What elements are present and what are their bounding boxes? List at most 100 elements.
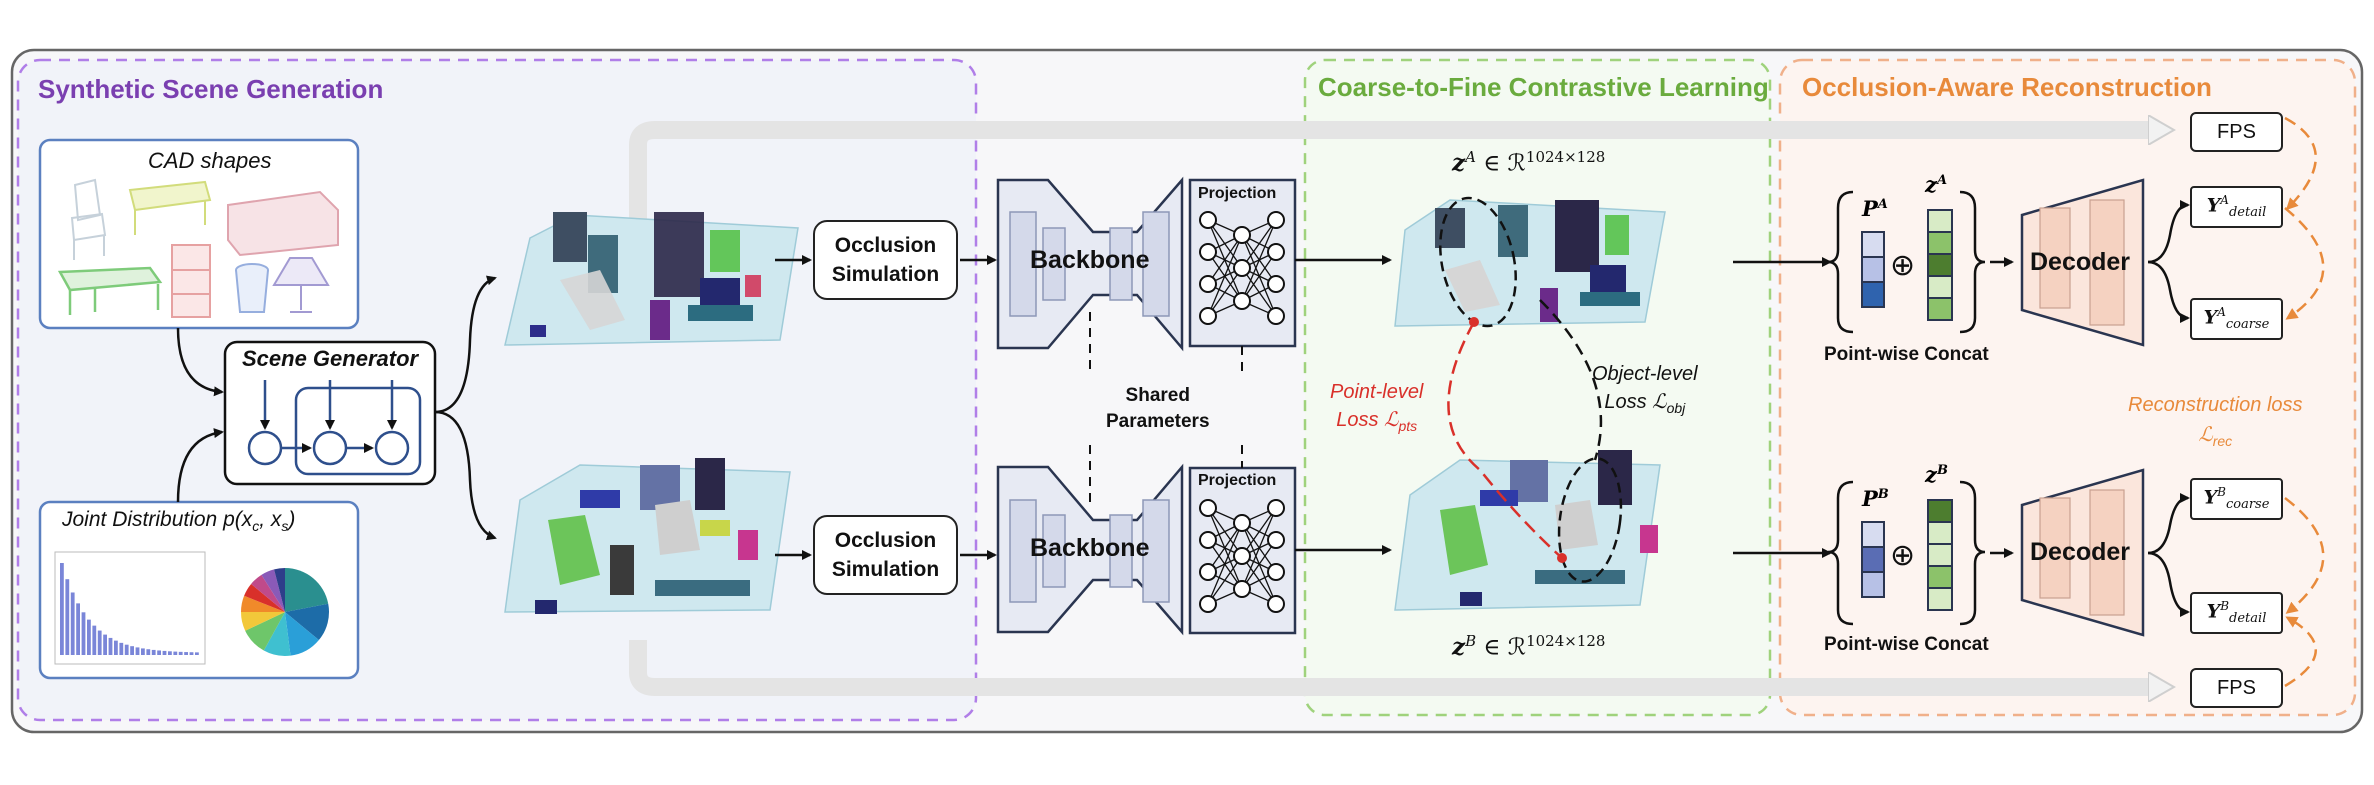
mlp-node bbox=[1199, 531, 1217, 549]
zA-symbol: z bbox=[1452, 149, 1466, 177]
histogram-bar bbox=[92, 625, 97, 655]
mlp-edge bbox=[1207, 234, 1243, 285]
mlp-node bbox=[1199, 275, 1217, 293]
zB-symbol: z bbox=[1452, 633, 1466, 661]
mlp-edge bbox=[1207, 522, 1243, 605]
zA-in: ∈ ℛ bbox=[1475, 150, 1526, 177]
PB-sup: B bbox=[1877, 487, 1889, 502]
zA-sup: A bbox=[1465, 148, 1476, 166]
loss-arrow-coarse-to-detail-bottom bbox=[2284, 497, 2325, 614]
y-coarse-A-sub: coarse bbox=[2225, 317, 2270, 333]
mlp-node bbox=[1233, 514, 1251, 532]
y-coarse-B-symbol: Y bbox=[2203, 486, 2218, 509]
generator-to-scene-bottom-arrow bbox=[434, 410, 497, 541]
mlp-node bbox=[1199, 211, 1217, 229]
object-level-loss-arc bbox=[1539, 299, 1603, 461]
pie-thumbnail bbox=[241, 568, 330, 656]
histogram-bar bbox=[124, 644, 129, 655]
vector-zA-label: zA bbox=[1925, 172, 1947, 197]
histogram-bar bbox=[114, 640, 118, 655]
y-coarse-B-sup: B bbox=[2217, 485, 2226, 500]
embedding-zB-label: zB ∈ ℛ1024×128 bbox=[1452, 632, 1605, 661]
pie-slice bbox=[261, 569, 285, 612]
cad-lamp-shape bbox=[272, 257, 330, 313]
object-level-loss-label: Object-level Loss ℒobj bbox=[1592, 360, 1698, 422]
y-detail-A-symbol: Y bbox=[2206, 194, 2221, 217]
object-ellipse-top bbox=[1439, 196, 1517, 328]
oplus-bottom: ⊕ bbox=[1890, 539, 1916, 572]
object-level-line2: Loss ℒ bbox=[1604, 391, 1667, 413]
concat-top-group bbox=[1827, 190, 1986, 334]
zB-vec-sup: B bbox=[1936, 463, 1948, 478]
mlp-edge bbox=[1241, 219, 1277, 269]
mlp-edge bbox=[1207, 555, 1243, 605]
mlp-node bbox=[1267, 531, 1285, 549]
mlp-edge bbox=[1207, 267, 1243, 317]
mlp-edge bbox=[1241, 507, 1277, 557]
occlusion-bottom-line1: Occlusion bbox=[834, 529, 937, 552]
mlp-edge bbox=[1241, 507, 1277, 590]
histogram-thumbnail bbox=[54, 551, 206, 665]
joint-sub-c: c bbox=[252, 518, 260, 535]
zB-vec-symbol: z bbox=[1925, 462, 1937, 487]
fps-pipe-bottom bbox=[629, 640, 2150, 687]
backbone-bottom-label: Backbone bbox=[1030, 534, 1150, 562]
backbone-top-shape bbox=[996, 176, 1184, 352]
vector-zA bbox=[1927, 209, 1953, 321]
rec-loss-symbol: ℒ bbox=[2198, 424, 2213, 446]
cad-desk-shape bbox=[128, 180, 212, 235]
y-coarse-B-sub: coarse bbox=[2225, 497, 2270, 513]
occlusion-top-line2: Simulation bbox=[831, 263, 940, 286]
histogram-bar bbox=[130, 646, 134, 655]
projection-top-label: Projection bbox=[1198, 185, 1277, 202]
oplus-top: ⊕ bbox=[1890, 249, 1916, 282]
loss-arrow-detail-to-coarse-top bbox=[2284, 207, 2325, 320]
histogram-bar bbox=[157, 650, 161, 655]
point-level-line2: Loss ℒ bbox=[1336, 409, 1399, 431]
mlp-node bbox=[1267, 243, 1285, 261]
object-level-line1: Object-level bbox=[1592, 363, 1698, 385]
fps-pipe-top bbox=[629, 130, 2150, 225]
zB-sup: B bbox=[1465, 632, 1477, 650]
vector-zB-label: zB bbox=[1925, 462, 1948, 487]
pie-slice bbox=[241, 612, 285, 631]
histogram-bar bbox=[65, 579, 70, 655]
mlp-node bbox=[1233, 580, 1251, 598]
projection-bottom-label: Projection bbox=[1198, 472, 1277, 489]
pie-slice bbox=[251, 574, 285, 612]
section-title-reconstruction: Occlusion-Aware Reconstruction bbox=[1802, 72, 2212, 102]
joint-to-generator-arrow bbox=[176, 428, 224, 503]
histogram-bar bbox=[151, 649, 156, 655]
backbone-bottom-shape bbox=[996, 463, 1184, 636]
concat-bottom-group bbox=[1827, 480, 1986, 626]
fps-bottom-box: FPS bbox=[2190, 668, 2283, 708]
mlp-edge bbox=[1207, 522, 1243, 573]
histogram-bar bbox=[178, 651, 183, 655]
y-detail-A-sub: detail bbox=[2228, 205, 2267, 221]
zA-vec-symbol: z bbox=[1925, 172, 1937, 197]
y-detail-A-sup: A bbox=[2220, 193, 2229, 208]
backbone-top-label: Backbone bbox=[1030, 246, 1150, 274]
mlp-edge bbox=[1207, 234, 1243, 317]
vector-PA-label: PA bbox=[1862, 196, 1888, 221]
mlp-node bbox=[1233, 547, 1251, 565]
decoder-top-to-coarse-arrow bbox=[2147, 260, 2190, 323]
cad-sofa-shape bbox=[227, 190, 339, 257]
histogram-bar bbox=[189, 652, 194, 655]
pie-slice bbox=[244, 583, 285, 612]
mlp-node bbox=[1233, 259, 1251, 277]
decoder-bottom-to-coarse-arrow bbox=[2147, 493, 2190, 555]
zB-in: ∈ ℛ bbox=[1476, 634, 1527, 661]
cad-chair-shape bbox=[70, 178, 107, 260]
occlusion-top-line1: Occlusion bbox=[834, 234, 937, 257]
mlp-edge bbox=[1241, 539, 1277, 590]
histogram-bar bbox=[87, 619, 91, 655]
fps-top-label: FPS bbox=[2217, 120, 2256, 143]
fps-top-box: FPS bbox=[2190, 112, 2283, 152]
pie-slice bbox=[241, 595, 285, 612]
PA-symbol: P bbox=[1862, 196, 1878, 221]
